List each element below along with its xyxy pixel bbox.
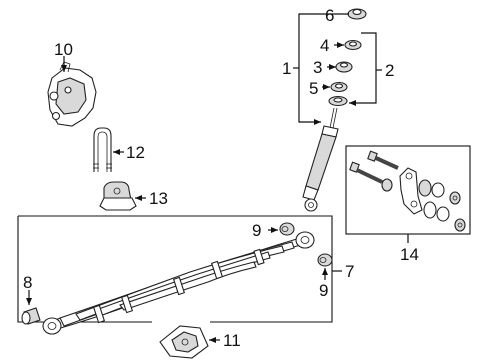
callout-3: 3 — [313, 58, 322, 77]
lower-cushion-part — [328, 95, 348, 107]
callout-10: 10 — [54, 40, 73, 59]
washer-part — [344, 39, 362, 51]
shock-mount-hardware-group — [328, 8, 367, 107]
upper-nut-part — [347, 8, 367, 20]
callout-8: 8 — [23, 273, 32, 292]
callout-brackets — [293, 13, 382, 125]
callout-9-lower: 9 — [319, 281, 328, 300]
callout-13: 13 — [149, 189, 168, 208]
front-eye-bushing-part — [21, 290, 41, 325]
spring-seat-plate-part — [159, 325, 220, 359]
cushion-part — [330, 81, 348, 93]
leaf-spring-part — [42, 231, 315, 335]
shackle-plate-part — [399, 167, 423, 215]
bump-stop-part — [99, 181, 146, 211]
nut-part — [335, 61, 353, 73]
callout-2: 2 — [385, 61, 394, 80]
lower-bolt-part — [349, 161, 393, 192]
callout-7: 7 — [345, 262, 354, 281]
upper-bolt-part — [367, 150, 399, 170]
callout-11: 11 — [223, 331, 241, 350]
callout-6: 6 — [325, 6, 334, 25]
shock-absorber-part — [302, 107, 339, 212]
u-bolt-part — [93, 127, 124, 172]
callout-4: 4 — [320, 36, 329, 55]
callout-12: 12 — [126, 143, 145, 162]
leaf-spring-assembly-group — [17, 215, 342, 335]
spring-bracket-part — [47, 56, 97, 127]
rear-eye-bushing-upper-part — [268, 222, 295, 236]
rear-eye-bushing-lower-part — [317, 253, 333, 280]
bolt-bushing-kit-group — [345, 145, 471, 243]
callout-labels: 6 4 3 5 1 2 10 12 13 14 9 9 7 8 11 — [23, 6, 419, 350]
callout-5: 5 — [309, 79, 318, 98]
callout-9-upper: 9 — [252, 221, 261, 240]
bushings-part — [418, 179, 466, 232]
callout-14: 14 — [400, 245, 419, 264]
callout-1: 1 — [282, 59, 291, 78]
